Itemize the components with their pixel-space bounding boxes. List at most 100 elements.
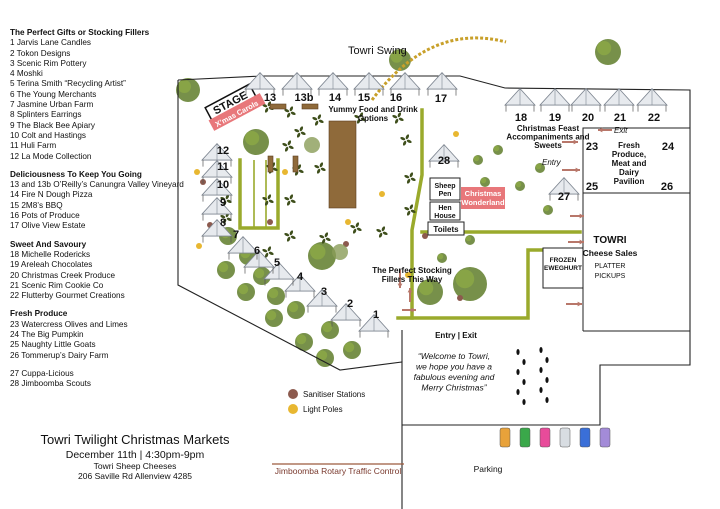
plant — [406, 139, 412, 144]
plant — [294, 128, 300, 133]
parking-label: Parking — [474, 464, 503, 474]
legend-item: 21 Scenic Rim Cookie Co — [10, 280, 104, 290]
plant — [360, 117, 366, 122]
legend-item: 12 La Mode Collection — [10, 151, 92, 161]
event-venue: Towri Sheep Cheeses — [93, 461, 177, 471]
event-title: Towri Twilight Christmas Markets — [40, 432, 230, 447]
legend-heading: Deliciousness To Keep You Going — [10, 169, 142, 179]
hen-house — [429, 201, 461, 221]
carols-banner — [208, 93, 266, 131]
plant — [286, 112, 291, 118]
cheese-sales-label: Cheese Sales — [583, 248, 638, 258]
legend-item: 14 Fire N Dough Pizza — [10, 190, 93, 200]
welcome-message: fabulous evening and — [414, 372, 495, 382]
plant — [404, 174, 410, 179]
legend-item: 9 The Black Bee Apiary — [10, 120, 95, 130]
stall-number-15: 15 — [358, 92, 370, 104]
pavilion-label: Produce, — [612, 150, 646, 159]
plant — [264, 252, 269, 258]
event-address: 206 Saville Rd Allenview 4285 — [78, 471, 192, 481]
legend-item: 27 Cuppa-Licious — [10, 368, 74, 378]
legend-item: 28 Jimboomba Scouts — [10, 379, 92, 389]
plant — [284, 232, 290, 237]
parked-car — [579, 427, 591, 448]
legend-item: 5 Terina Smith “Recycling Artist” — [10, 79, 126, 89]
stocking-path-label: The Perfect Stocking — [372, 266, 452, 275]
arrow-head — [579, 213, 584, 219]
frozen-label: EWEGHURT — [544, 265, 582, 272]
arrow-head — [598, 127, 603, 133]
tree-highlight — [344, 342, 355, 353]
tree-highlight — [266, 310, 277, 321]
frozen-label: FROZEN — [550, 257, 577, 264]
stall-number-5: 5 — [274, 257, 280, 269]
plant — [398, 117, 404, 122]
plant — [405, 134, 410, 140]
plant — [320, 167, 326, 172]
tree-highlight — [493, 145, 500, 152]
tree-highlight — [515, 181, 522, 188]
plant — [262, 196, 268, 201]
legend-item: 7 Jasmine Urban Farm — [10, 100, 94, 110]
light-pole — [345, 219, 351, 225]
stall-number-22: 22 — [648, 112, 660, 124]
legend-item: 8 Splinters Earrings — [10, 110, 82, 120]
tree-highlight — [418, 280, 434, 296]
legend-item: 20 Christmas Creek Produce — [10, 270, 116, 280]
wonderland-label: Wonderland — [461, 198, 505, 207]
stall-number-1: 1 — [373, 309, 379, 321]
towri-swing-label: Towri Swing — [348, 45, 407, 57]
stall-number-24: 24 — [662, 141, 675, 153]
plant — [406, 178, 411, 184]
stall-number-10: 10 — [217, 179, 229, 191]
plant — [321, 238, 326, 244]
plant — [382, 231, 388, 236]
parked-car — [559, 427, 571, 448]
stall-number-14: 14 — [329, 92, 342, 104]
plant — [319, 162, 324, 168]
plant — [222, 200, 227, 206]
plant — [220, 196, 226, 201]
legend-item: 15 2M8’s BBQ — [10, 200, 63, 210]
plant — [288, 145, 294, 150]
light-pole — [282, 169, 288, 175]
pavilion-label: Pavilion — [614, 177, 645, 186]
arrow-head — [407, 288, 413, 293]
legend-item: 22 Flutterby Gourmet Creations — [10, 291, 125, 301]
stall-number-11: 11 — [217, 161, 229, 173]
plant — [289, 194, 294, 200]
parked-car — [539, 427, 551, 448]
hen-house-label: Hen — [438, 205, 451, 212]
plant — [406, 210, 411, 216]
swing-arc — [370, 36, 507, 101]
stall-number-19: 19 — [549, 112, 561, 124]
plant — [378, 232, 383, 238]
bench — [301, 103, 319, 110]
exit-label: Exit — [614, 126, 628, 135]
trees-layer — [176, 39, 687, 367]
footprint — [516, 349, 520, 355]
plant — [272, 167, 278, 172]
stall-number-13: 13 — [264, 92, 276, 104]
stall-number-18: 18 — [515, 112, 527, 124]
legend-item: 1 Jarvis Lane Candles — [10, 38, 92, 48]
plant — [356, 118, 361, 124]
pickups-label: PICKUPS — [595, 273, 626, 280]
legend-item: 23 Watercress Olives and Limes — [10, 319, 128, 329]
light-pole — [453, 131, 459, 137]
plant — [286, 236, 291, 242]
light-pole — [405, 272, 411, 278]
stall-number-26: 26 — [661, 181, 673, 193]
stall-number-28: 28 — [438, 155, 450, 167]
tree-highlight — [543, 205, 550, 212]
plant — [284, 196, 290, 201]
plant — [298, 169, 304, 174]
plant — [262, 103, 268, 108]
plant — [402, 140, 407, 146]
footprint — [545, 397, 549, 403]
plant — [409, 172, 414, 178]
stall-number-7: 7 — [233, 229, 239, 241]
